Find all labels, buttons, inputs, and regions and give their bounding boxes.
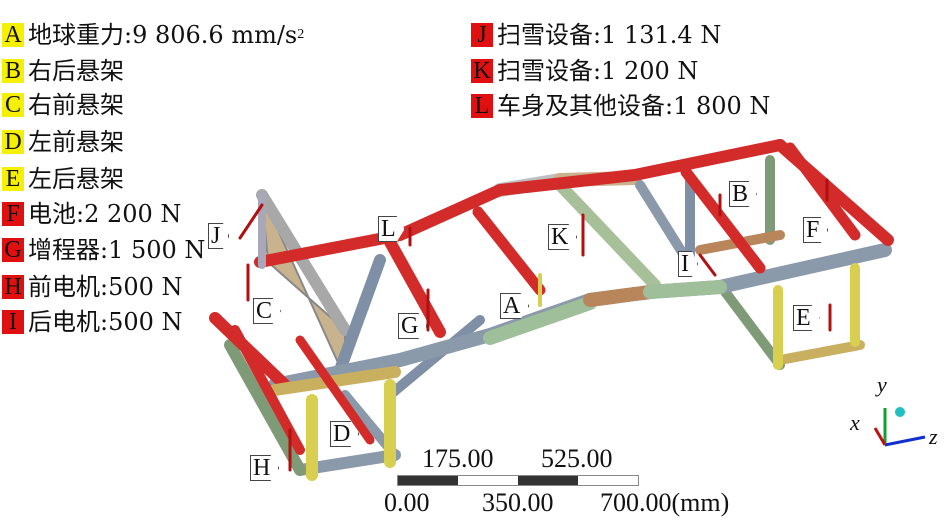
legend-key: C (2, 93, 24, 117)
legend-key: D (2, 130, 24, 154)
scale-label: 525.00 (541, 444, 613, 473)
legend-key: G (2, 238, 24, 262)
legend-key: J (471, 23, 493, 47)
legend-key: L (471, 94, 493, 118)
legend-key: A (2, 23, 24, 47)
legend-text: 左前悬架 (28, 128, 124, 156)
legend-text: 前电机:500 N (28, 273, 183, 301)
legend-text: 增程器:1 500 N (28, 236, 206, 264)
legend-text: 电池:2 200 N (28, 200, 182, 228)
callout-a: A (500, 293, 530, 319)
legend-text: 右后悬架 (28, 57, 124, 85)
legend-key: I (2, 310, 24, 334)
scale-label: 175.00 (422, 444, 494, 473)
legend-key: H (2, 275, 24, 299)
scale-label: 350.00 (482, 488, 554, 517)
legend-text: 车身及其他设备:1 800 N (497, 92, 771, 120)
axis-triad (873, 407, 926, 447)
callout-l: L (378, 216, 405, 242)
callout-c: C (253, 298, 282, 324)
legend-text: 左后悬架 (28, 165, 124, 193)
axis-x-label: x (850, 410, 860, 435)
legend-text: 后电机:500 N (28, 308, 183, 336)
superscript: 2 (297, 27, 305, 42)
legend-key: B (2, 59, 24, 83)
legend-key: K (471, 59, 493, 83)
scale-label: 0.00 (384, 488, 430, 517)
legend-text: 右前悬架 (28, 91, 124, 119)
axis-z-label: z (929, 424, 938, 449)
scale-bar (397, 475, 639, 486)
legend-key: E (2, 167, 24, 191)
callout-j: J (208, 223, 230, 249)
legend-text: 扫雪设备:1 131.4 N (497, 21, 722, 49)
legend-text: 扫雪设备:1 200 N (497, 57, 699, 85)
legend-key: F (2, 202, 24, 226)
callout-f: F (803, 217, 829, 243)
legend-text: 地球重力:9 806.6 mm/s (28, 21, 298, 49)
scale-label: 700.00(mm) (600, 488, 730, 517)
callout-i: I (678, 251, 698, 277)
axis-y-label: y (877, 372, 887, 397)
